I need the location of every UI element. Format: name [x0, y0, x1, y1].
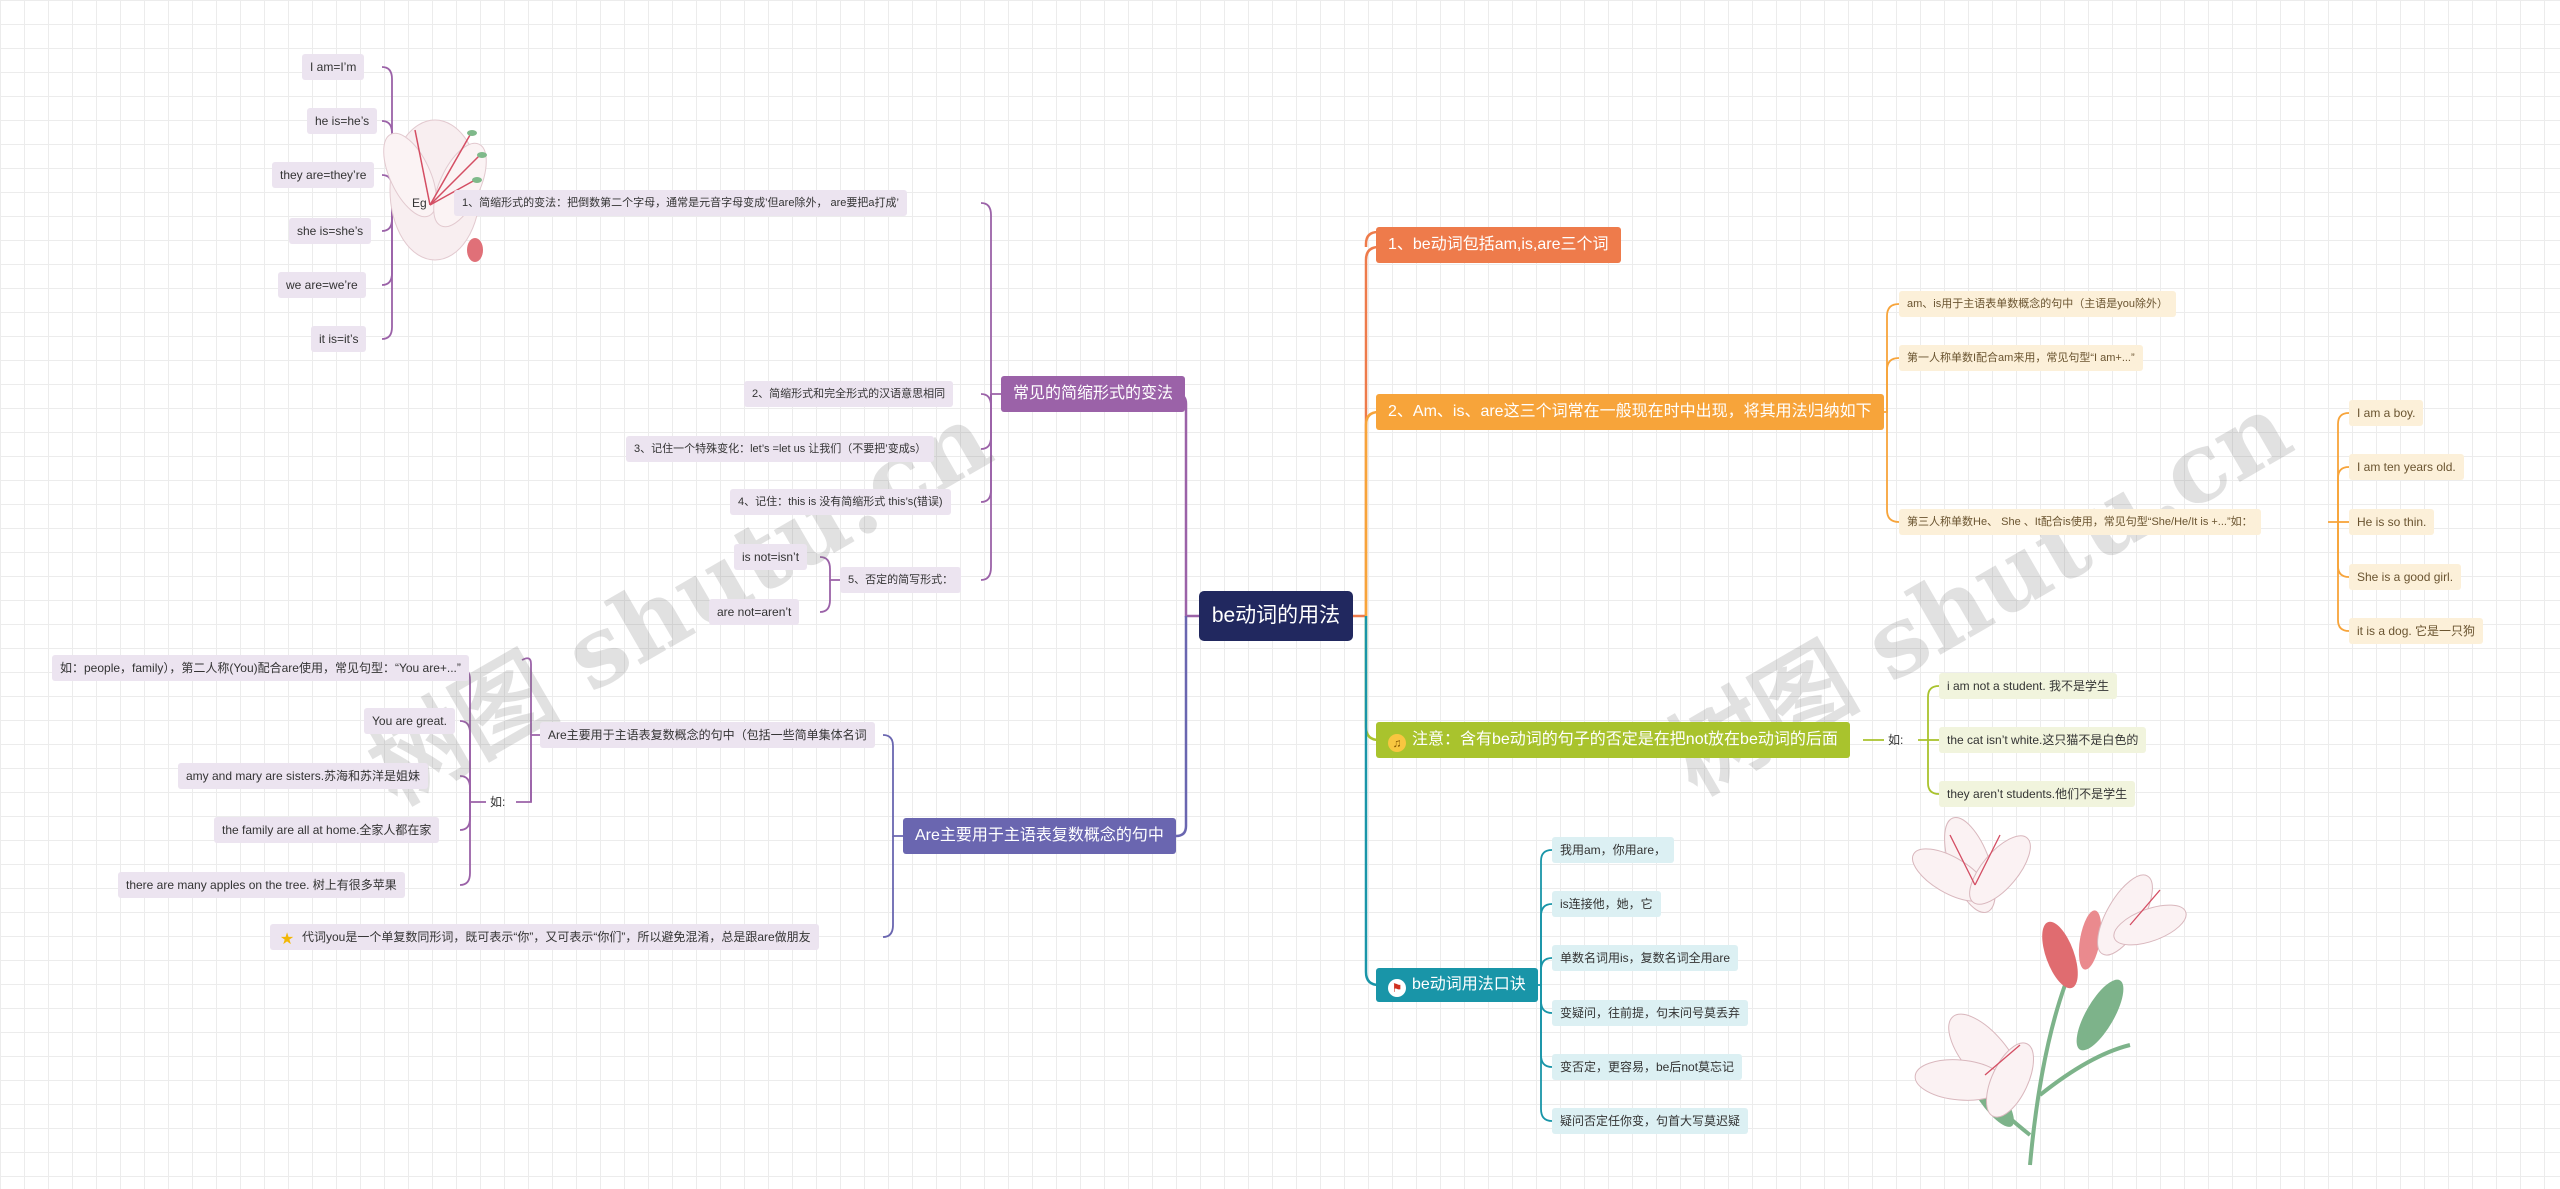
contraction-example[interactable]: she is=she’s [289, 218, 372, 244]
contraction-rule[interactable]: 1、简缩形式的变法：把倒数第二个字母，通常是元音字母变成’但are除外， are… [454, 190, 907, 216]
are-note-text: 代词you是一个单复数同形词，既可表示“你”，又可表示“你们”，所以避免混淆，总… [302, 930, 811, 944]
contraction-rule[interactable]: 4、记住：this is 没有简缩形式 this’s(错误) [730, 489, 951, 515]
are-usage-description[interactable]: Are主要用于主语表复数概念的句中（包括一些简单集体名词 [540, 722, 875, 748]
are-note[interactable]: ★ 代词you是一个单复数同形词，既可表示“你”，又可表示“你们”，所以避免混淆，… [270, 924, 819, 950]
mnemonic-line[interactable]: 变疑问，往前提，句末问号莫丢弃 [1552, 1000, 1749, 1026]
branch-am-is-are-usage[interactable]: 2、Am、is、are这三个词常在一般现在时中出现，将其用法归纳如下 [1376, 394, 1884, 430]
example-sentence[interactable]: I am ten years old. [2349, 454, 2464, 480]
contraction-rule[interactable]: 5、否定的简写形式： [840, 567, 962, 593]
branch-negation-note[interactable]: ♫ 注意：含有be动词的句子的否定是在把not放在be动词的后面 [1376, 722, 1850, 758]
mnemonic-line[interactable]: 疑问否定任你变，句首大写莫迟疑 [1552, 1108, 1749, 1134]
example-sentence[interactable]: it is a dog. 它是一只狗 [2349, 618, 2484, 644]
eg-label[interactable]: Eg [412, 196, 427, 210]
star-icon: ★ [279, 931, 295, 948]
example-prefix[interactable]: 如: [1888, 733, 1904, 747]
mnemonic-line[interactable]: 单数名词用is，复数名词全用are [1552, 945, 1739, 971]
branch-mnemonic[interactable]: ⚑ be动词用法口诀 [1376, 968, 1538, 1002]
usage-item[interactable]: 第一人称单数I配合am来用，常见句型“I am+...” [1899, 345, 2143, 371]
flag-icon: ⚑ [1388, 979, 1406, 997]
contraction-example[interactable]: it is=it’s [311, 326, 367, 352]
mnemonic-line[interactable]: 我用am，你用are， [1552, 837, 1675, 863]
branch-are-plural[interactable]: Are主要用于主语表复数概念的句中 [903, 818, 1176, 854]
contraction-example[interactable]: he is=he’s [307, 108, 378, 134]
are-example[interactable]: You are great. [364, 708, 455, 734]
negative-contraction[interactable]: are not=aren’t [709, 599, 800, 625]
are-example[interactable]: there are many apples on the tree. 树上有很多… [118, 872, 405, 898]
branch-be-verbs-list[interactable]: 1、be动词包括am,is,are三个词 [1376, 227, 1621, 263]
example-sentence[interactable]: He is so thin. [2349, 509, 2435, 535]
contraction-example[interactable]: I am=I’m [302, 54, 365, 80]
contraction-example[interactable]: they are=they’re [272, 162, 375, 188]
mnemonic-line[interactable]: 变否定，更容易，be后not莫忘记 [1552, 1054, 1743, 1080]
branch-mnemonic-label: be动词用法口诀 [1412, 976, 1526, 993]
bell-icon: ♫ [1388, 734, 1406, 752]
are-example[interactable]: 如：people，family），第二人称(You)配合are使用，常见句型：“… [52, 655, 469, 681]
branch-contractions[interactable]: 常见的简缩形式的变法 [1001, 376, 1186, 412]
are-example[interactable]: amy and mary are sisters.苏海和苏洋是姐妹 [178, 763, 429, 789]
negation-example[interactable]: the cat isn’t white.这只猫不是白色的 [1939, 727, 2147, 753]
negative-contraction[interactable]: is not=isn’t [734, 544, 808, 570]
usage-item[interactable]: am、is用于主语表单数概念的句中（主语是you除外） [1899, 291, 2176, 317]
negation-example[interactable]: i am not a student. 我不是学生 [1939, 673, 2118, 699]
contraction-example[interactable]: we are=we’re [278, 272, 366, 298]
usage-item[interactable]: 第三人称单数He、 She 、It配合is使用，常见句型“She/He/It i… [1899, 509, 2261, 535]
negation-example[interactable]: they aren’t students.他们不是学生 [1939, 781, 2136, 807]
example-sentence[interactable]: I am a boy. [2349, 400, 2424, 426]
contraction-rule[interactable]: 2、简缩形式和完全形式的汉语意思相同 [744, 381, 954, 407]
branch-negation-label: 注意：含有be动词的句子的否定是在把not放在be动词的后面 [1412, 731, 1838, 748]
root-topic[interactable]: be动词的用法 [1199, 591, 1353, 641]
mnemonic-line[interactable]: is连接他，她，它 [1552, 891, 1661, 917]
example-sentence[interactable]: She is a good girl. [2349, 564, 2462, 590]
example-prefix[interactable]: 如: [490, 795, 506, 809]
contraction-rule[interactable]: 3、记住一个特殊变化：let’s =let us 让我们（不要把’变成s） [626, 436, 935, 462]
are-example[interactable]: the family are all at home.全家人都在家 [214, 817, 440, 843]
